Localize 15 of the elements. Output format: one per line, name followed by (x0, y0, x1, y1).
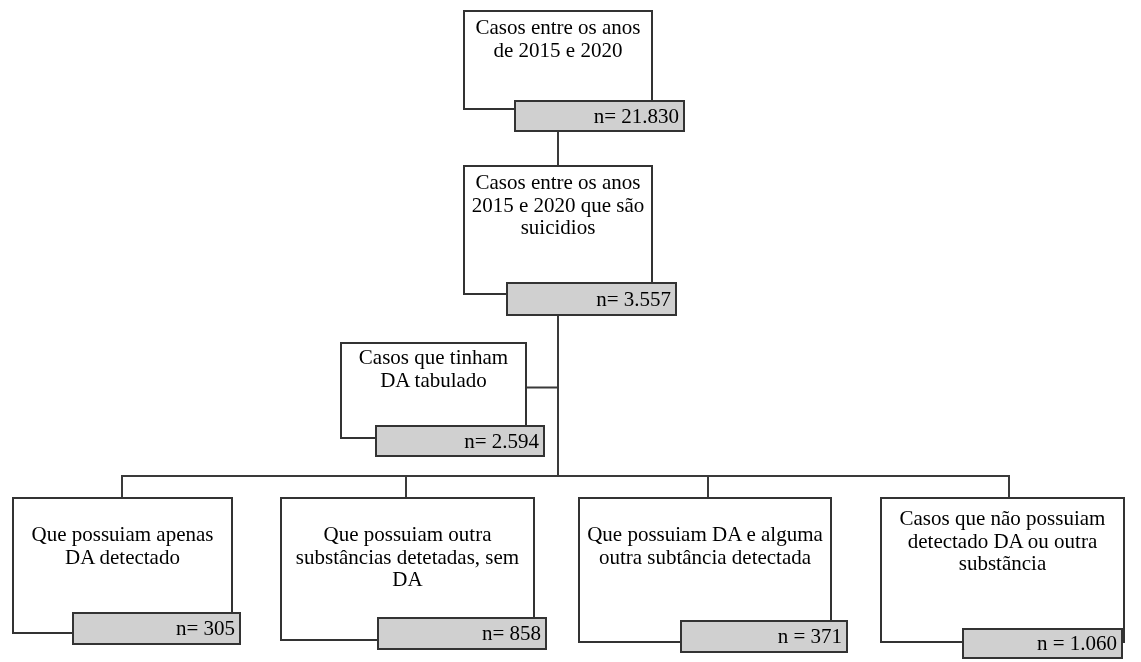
box-text: Casos entre os anos de 2015 e 2020 (474, 16, 642, 62)
box-text: Casos entre os anos 2015 e 2020 que são suicidios (470, 171, 646, 239)
connector-line (557, 131, 559, 166)
count-label: n = 1.060 (962, 628, 1123, 659)
count-label: n= 2.594 (375, 425, 545, 457)
count-label: n= 305 (72, 612, 241, 645)
box-text: Que possuiam outra substâncias detetadas, sem DA (294, 523, 521, 591)
box-text: Casos que tinham DA tabulado (357, 346, 510, 392)
count-label: n= 21.830 (514, 100, 685, 132)
box-text: Que possuiam DA e alguma outra subtância detectada (586, 523, 824, 569)
count-label: n= 858 (377, 617, 547, 650)
box-text: Que possuiam apenas DA detectado (30, 523, 215, 569)
box-text: Casos que não possuiam detectado DA ou outra substãncia (898, 507, 1107, 575)
count-label: n = 371 (680, 620, 848, 653)
count-label: n= 3.557 (506, 282, 677, 316)
